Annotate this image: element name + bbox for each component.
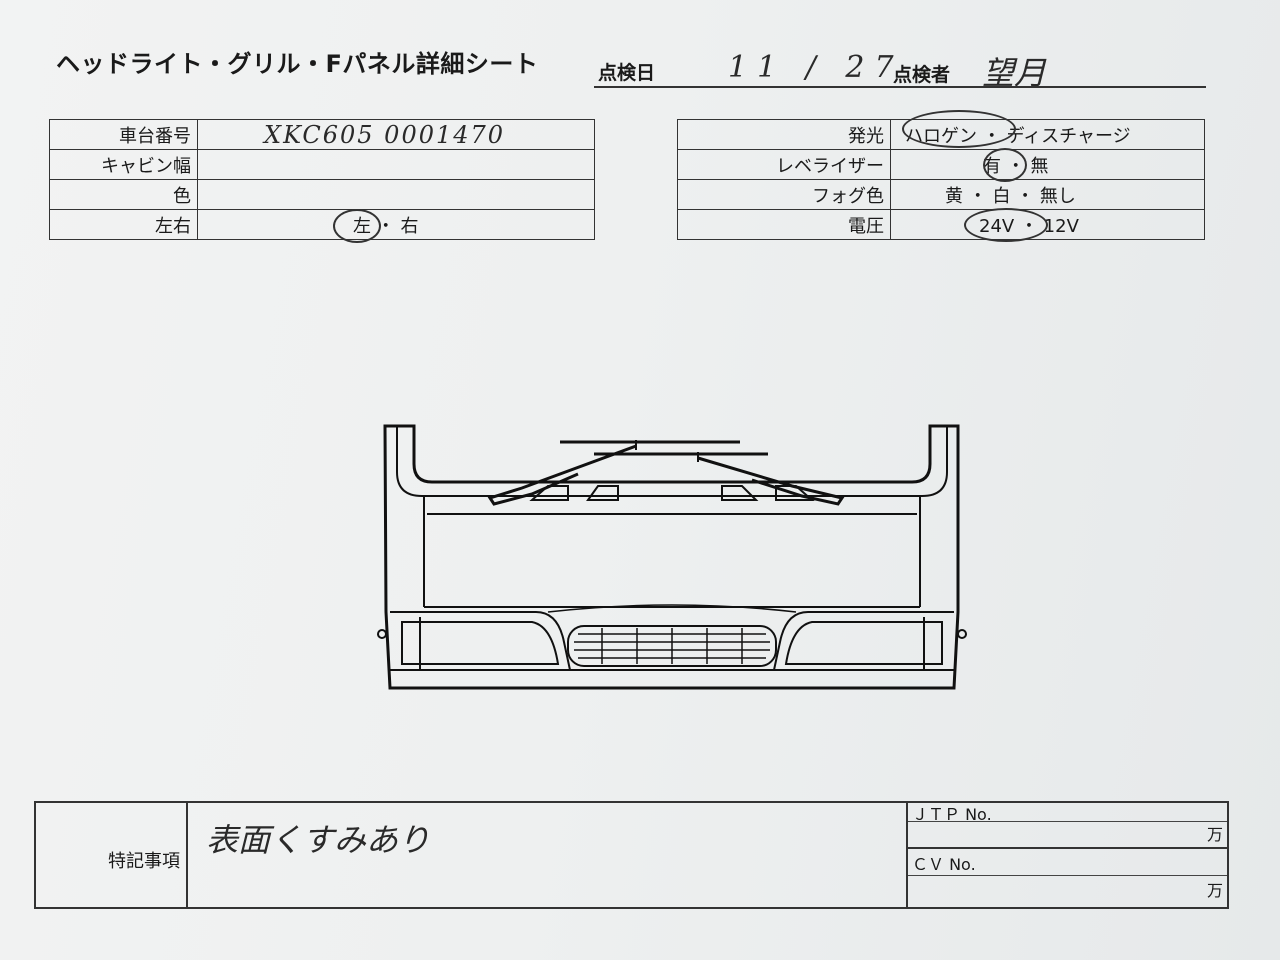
chassis-number-value: XKC605 0001470 [264, 120, 506, 149]
cabin-width-value [197, 149, 595, 180]
table-row: 電圧 24V ・ 12V [677, 209, 1205, 240]
table-row: 色 [49, 179, 595, 210]
table-row: フォグ色 黄 ・ 白 ・ 無し [677, 179, 1205, 210]
color-value [197, 179, 595, 210]
cab-front-drawing [377, 424, 967, 690]
side-value: 左 ・ 右 [197, 209, 595, 240]
table-row: 車台番号 XKC605 0001470 [49, 119, 595, 150]
header-underline [594, 86, 1206, 88]
chassis-number-cell: XKC605 0001470 [197, 119, 595, 150]
remarks-label: 特記事項 [108, 851, 180, 872]
voltage-label: 電圧 [677, 209, 891, 240]
remarks-label-cell: 特記事項 [36, 803, 188, 907]
number-column: ＪＴＰ No. 万 ＣＶ No. 万 [906, 803, 1227, 907]
cv-label: ＣＶ No. [912, 855, 976, 874]
leveler-circle-mark [983, 148, 1027, 182]
jtp-label: ＪＴＰ No. [912, 805, 992, 824]
column-divider [908, 847, 1227, 849]
voltage-circle-mark [964, 208, 1048, 242]
table-row: キャビン幅 [49, 149, 595, 180]
table-row: 左右 左 ・ 右 [49, 209, 595, 240]
color-label: 色 [49, 179, 198, 210]
cv-unit: 万 [1206, 881, 1223, 900]
date-value: 11 / 27 [728, 50, 904, 85]
date-label: 点検日 [598, 62, 656, 84]
jtp-line [908, 821, 1227, 822]
sheet-title: ヘッドライト・グリル・Fパネル詳細シート [56, 50, 539, 78]
side-label: 左右 [49, 209, 198, 240]
chassis-number-label: 車台番号 [49, 119, 198, 150]
emission-label: 発光 [677, 119, 891, 150]
fog-color-value: 黄 ・ 白 ・ 無し [890, 179, 1205, 210]
inspector-value: 望月 [982, 54, 1047, 92]
remarks-box: 特記事項 表面くすみあり ＪＴＰ No. 万 ＣＶ No. 万 [34, 801, 1229, 909]
cv-line [908, 875, 1227, 876]
table-row: レベライザー 有 ・ 無 [677, 149, 1205, 180]
vehicle-info-table: 車台番号 XKC605 0001470 キャビン幅 色 左右 左 ・ 右 [49, 119, 595, 240]
jtp-unit: 万 [1206, 825, 1223, 844]
side-circle-mark [333, 209, 381, 243]
cabin-width-label: キャビン幅 [49, 149, 198, 180]
inspector-label: 点検者 [893, 64, 951, 86]
leveler-label: レベライザー [677, 149, 891, 180]
leveler-value: 有 ・ 無 [890, 149, 1205, 180]
fog-color-label: フォグ色 [677, 179, 891, 210]
remarks-value: 表面くすみあり [206, 821, 431, 859]
halogen-circle-mark [902, 110, 1016, 148]
